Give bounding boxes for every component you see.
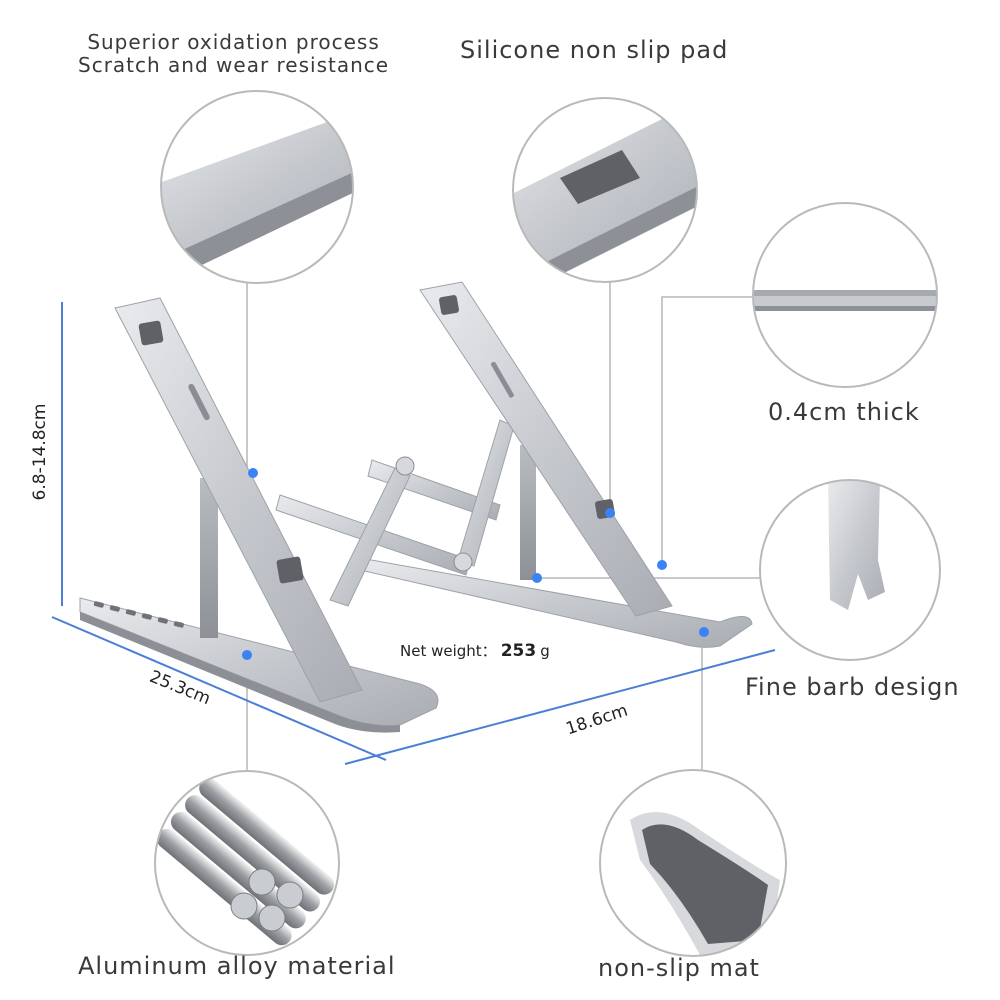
net-weight-value: 253 [500, 641, 537, 661]
callout-dots [242, 468, 709, 660]
laptop-stand [79, 281, 753, 733]
net-weight-label: Net weight： [400, 642, 497, 660]
net-weight-unit: g [540, 642, 550, 660]
non-slip-mat-detail-circle [599, 769, 787, 957]
silicone-caption: Silicone non slip pad [460, 36, 729, 64]
callout-lines [246, 282, 760, 771]
thickness-caption: 0.4cm thick [768, 398, 920, 426]
aluminum-caption: Aluminum alloy material [78, 952, 396, 980]
barb-detail-circle [759, 479, 941, 661]
thickness-detail-circle [752, 202, 938, 388]
aluminum-rods-detail-circle [154, 770, 340, 956]
height-dimension: 6.8-14.8cm [30, 403, 50, 501]
silicone-pad-detail-circle [512, 97, 698, 283]
oxidation-caption: Superior oxidation process Scratch and w… [78, 31, 389, 77]
oxidation-line-1: Superior oxidation process [87, 30, 380, 54]
dimension-lines [51, 302, 776, 765]
oxidation-detail-circle [160, 90, 354, 284]
barb-caption: Fine barb design [745, 673, 960, 701]
oxidation-line-2: Scratch and wear resistance [78, 53, 390, 77]
non-slip-mat-caption: non-slip mat [598, 954, 760, 982]
